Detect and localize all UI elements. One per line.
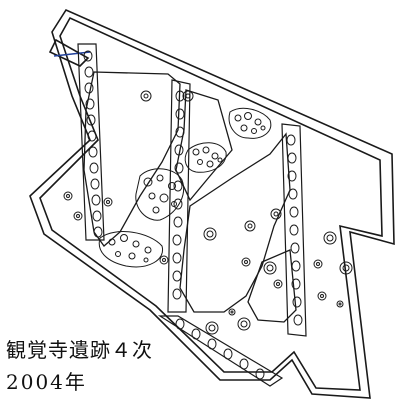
platform-areas bbox=[83, 71, 297, 323]
stone-cluster-left bbox=[135, 168, 184, 221]
post-hole bbox=[174, 162, 184, 174]
pit-ring bbox=[159, 255, 169, 265]
post-hole bbox=[173, 198, 183, 210]
pit-ring bbox=[270, 208, 282, 220]
post-hole bbox=[291, 278, 301, 290]
pit-ring bbox=[339, 261, 353, 275]
pit-ring bbox=[263, 261, 277, 275]
post-hole bbox=[289, 224, 299, 236]
post-hole bbox=[89, 162, 99, 174]
site-caption-title: 観覚寺遺跡４次 bbox=[6, 338, 153, 362]
pit-features bbox=[63, 90, 353, 335]
post-hole bbox=[85, 98, 95, 110]
post-hole bbox=[173, 216, 183, 228]
post-hole bbox=[223, 348, 233, 360]
post-hole bbox=[288, 188, 298, 200]
post-hole bbox=[86, 114, 96, 126]
wall-strip-left bbox=[77, 43, 105, 241]
platform-lower-right bbox=[247, 249, 297, 323]
pit-ring bbox=[317, 291, 327, 301]
post-hole bbox=[239, 358, 249, 370]
pit-ring bbox=[241, 257, 251, 267]
pit-ring bbox=[237, 317, 251, 331]
pit-ring bbox=[313, 259, 323, 269]
post-hole bbox=[172, 270, 182, 282]
pit-ring bbox=[63, 191, 73, 201]
post-hole-rows bbox=[77, 43, 307, 387]
wall-strip-bottom bbox=[157, 315, 284, 387]
outer-boundary-line bbox=[29, 8, 395, 399]
post-hole bbox=[292, 296, 302, 308]
post-hole bbox=[175, 108, 185, 120]
pit-ring bbox=[228, 308, 236, 316]
stone-cluster-lower bbox=[98, 231, 164, 268]
pit-ring bbox=[73, 211, 83, 221]
stone-cluster-center bbox=[184, 142, 227, 173]
post-hole bbox=[174, 144, 184, 156]
platform-center bbox=[175, 89, 233, 202]
post-hole bbox=[191, 328, 201, 340]
post-hole bbox=[287, 152, 297, 164]
pit-ring bbox=[323, 231, 337, 245]
pit-ring bbox=[336, 300, 344, 308]
wall-strip-right bbox=[281, 123, 307, 337]
post-hole bbox=[293, 314, 303, 326]
stone-clusters bbox=[98, 107, 272, 268]
platform-left bbox=[83, 71, 181, 247]
post-hole bbox=[93, 226, 103, 238]
post-hole bbox=[172, 252, 182, 264]
platform-right bbox=[179, 132, 291, 313]
post-hole bbox=[207, 338, 217, 350]
post-hole bbox=[175, 318, 185, 330]
post-hole bbox=[289, 206, 299, 218]
post-hole bbox=[175, 90, 185, 102]
pit-ring bbox=[244, 220, 256, 232]
pit-ring bbox=[182, 90, 194, 102]
upper-notch bbox=[48, 38, 90, 67]
post-hole bbox=[173, 180, 183, 192]
post-hole bbox=[172, 288, 182, 300]
blue-marker-line bbox=[53, 51, 91, 57]
post-hole bbox=[88, 146, 98, 158]
post-hole bbox=[92, 210, 102, 222]
post-hole bbox=[255, 368, 265, 380]
post-hole bbox=[175, 126, 185, 138]
post-hole bbox=[84, 66, 94, 78]
wall-strip-center bbox=[167, 79, 191, 313]
inner-boundary-line bbox=[39, 16, 383, 391]
stone-cluster-upper bbox=[228, 107, 272, 139]
site-boundary bbox=[29, 8, 395, 399]
pit-ring bbox=[140, 90, 152, 102]
pit-ring bbox=[203, 227, 217, 241]
post-hole bbox=[90, 178, 100, 190]
post-hole bbox=[286, 134, 296, 146]
pit-ring bbox=[205, 321, 219, 335]
pit-ring bbox=[103, 197, 113, 207]
post-hole bbox=[91, 194, 101, 206]
post-hole bbox=[83, 50, 93, 62]
post-hole bbox=[87, 130, 97, 142]
post-hole bbox=[84, 82, 94, 94]
post-hole bbox=[291, 260, 301, 272]
post-hole bbox=[290, 242, 300, 254]
site-caption-year: 2004年 bbox=[6, 370, 87, 394]
post-holes bbox=[83, 50, 303, 380]
pit-ring bbox=[273, 279, 283, 289]
post-hole bbox=[172, 234, 182, 246]
post-hole bbox=[287, 170, 297, 182]
